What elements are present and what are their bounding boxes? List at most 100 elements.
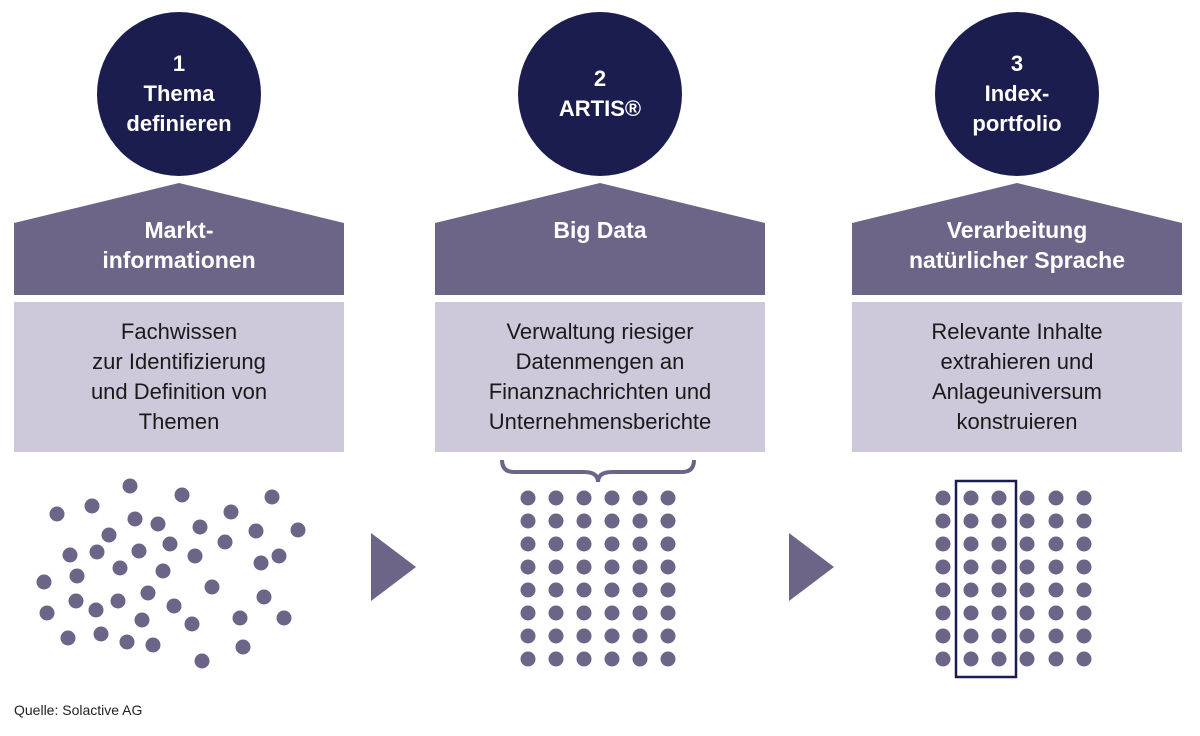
step-1-number: 1: [172, 51, 186, 76]
dot: [253, 555, 269, 571]
dot: [192, 519, 208, 535]
dot: [963, 513, 979, 529]
dot: [150, 516, 166, 532]
dot: [256, 589, 272, 605]
scattered-dots: [36, 478, 306, 669]
dot: [576, 559, 592, 575]
step-1-title-line-2: definieren: [126, 111, 232, 136]
dot: [49, 506, 65, 522]
step-3-roof-label: Verarbeitung natürlicher Sprache: [852, 215, 1182, 275]
dot: [632, 513, 648, 529]
dot: [520, 628, 536, 644]
dot: [632, 490, 648, 506]
dot: [935, 536, 951, 552]
step-1-desc-line-3: und Definition von: [90, 379, 268, 404]
step-2-roof-line-1: Big Data: [553, 217, 647, 243]
dot: [935, 559, 951, 575]
dot: [991, 559, 1007, 575]
dot: [632, 651, 648, 667]
dot: [68, 593, 84, 609]
dot: [1019, 513, 1035, 529]
step-3-desc-line-3: Anlageuniversum: [932, 379, 1102, 404]
dot: [1019, 536, 1035, 552]
selection-frame: [954, 479, 1018, 679]
dot: [89, 544, 105, 560]
dot: [1048, 490, 1064, 506]
step-1-desc-line-4: Themen: [138, 409, 220, 434]
dot: [1076, 651, 1092, 667]
dot: [187, 548, 203, 564]
dot: [963, 559, 979, 575]
dot: [991, 513, 1007, 529]
dot: [632, 605, 648, 621]
dot: [660, 628, 676, 644]
dot: [520, 582, 536, 598]
dot: [632, 559, 648, 575]
dot: [1048, 628, 1064, 644]
step-1-desc-line-1: Fachwissen: [120, 319, 238, 344]
dot: [991, 582, 1007, 598]
dot: [520, 651, 536, 667]
dot: [576, 513, 592, 529]
step-3-title-line-2: portfolio: [972, 111, 1062, 136]
dot: [632, 628, 648, 644]
step-2-desc-line-4: Unternehmensberichte: [488, 409, 712, 434]
dot: [1048, 651, 1064, 667]
dot: [660, 605, 676, 621]
dot: [548, 513, 564, 529]
dot: [119, 634, 135, 650]
dot: [991, 490, 1007, 506]
dot: [935, 490, 951, 506]
dot: [1019, 605, 1035, 621]
dot: [88, 602, 104, 618]
source-note: Quelle: Solactive AG: [14, 702, 143, 718]
dot: [1048, 582, 1064, 598]
dot: [110, 593, 126, 609]
step-1: 1 Thema definieren Markt- informationen …: [14, 0, 344, 460]
dot: [935, 628, 951, 644]
dot: [248, 523, 264, 539]
dot: [660, 559, 676, 575]
step-3-roof: Verarbeitung natürlicher Sprache: [852, 183, 1182, 295]
dot: [134, 612, 150, 628]
step-2-roof-label: Big Data: [435, 215, 765, 245]
dot: [576, 605, 592, 621]
step-2-desc-line-1: Verwaltung riesiger: [506, 319, 694, 344]
step-3-desc-line-2: extrahieren und: [940, 349, 1094, 374]
dot: [576, 628, 592, 644]
dot: [963, 490, 979, 506]
dot: [235, 639, 251, 655]
dot: [60, 630, 76, 646]
dot: [166, 598, 182, 614]
curly-brace-icon: [500, 459, 696, 483]
step-1-description: Fachwissen zur Identifizierung und Defin…: [14, 302, 344, 452]
dot: [69, 568, 85, 584]
portfolio-grid-dots: [935, 490, 1092, 667]
step-2-desc-line-2: Datenmengen an: [515, 349, 685, 374]
dot: [604, 490, 620, 506]
dot: [520, 490, 536, 506]
dot: [232, 610, 248, 626]
dot: [604, 651, 620, 667]
dot: [604, 605, 620, 621]
dot: [1019, 490, 1035, 506]
dot: [576, 536, 592, 552]
dot: [576, 651, 592, 667]
step-2-roof: Big Data: [435, 183, 765, 295]
dot: [131, 543, 147, 559]
dot: [604, 513, 620, 529]
dot: [1076, 582, 1092, 598]
dot: [632, 536, 648, 552]
dot: [140, 585, 156, 601]
dot: [112, 560, 128, 576]
step-3-description: Relevante Inhalte extrahieren und Anlage…: [852, 302, 1182, 452]
step-2-title-line-1: ARTIS®: [558, 96, 642, 121]
dot: [84, 498, 100, 514]
dot: [576, 582, 592, 598]
dot: [1019, 651, 1035, 667]
dot: [184, 616, 200, 632]
dot: [660, 536, 676, 552]
dot: [93, 626, 109, 642]
dot: [963, 628, 979, 644]
dot: [127, 511, 143, 527]
